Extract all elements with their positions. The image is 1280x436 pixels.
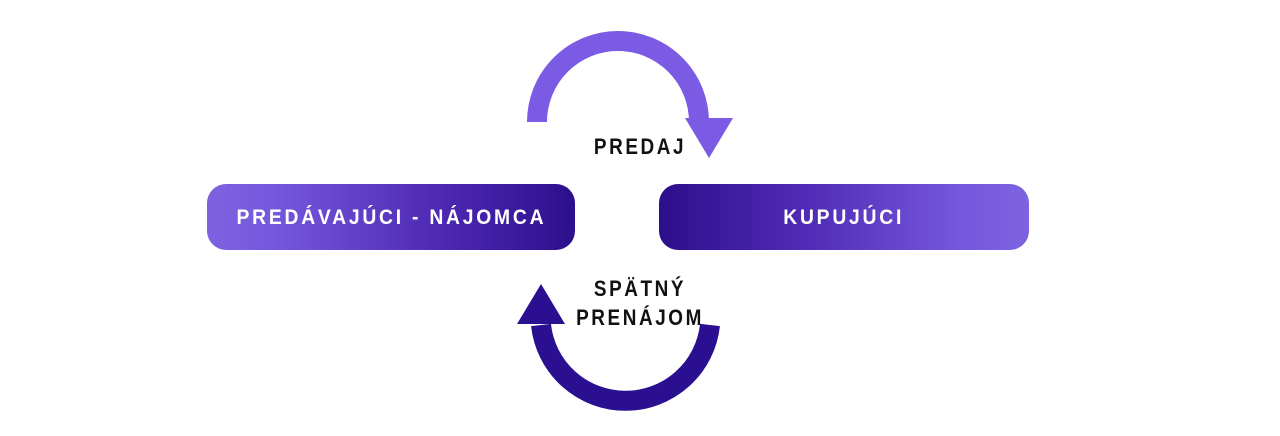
sale-arc: [527, 31, 709, 123]
party-box-seller[interactable]: PREDÁVAJÚCI - NÁJOMCA: [207, 184, 575, 250]
party-label-buyer: KUPUJÚCI: [783, 205, 905, 229]
flow-label-leaseback-line-2: PRENÁJOM: [576, 305, 704, 331]
leaseback-arc: [531, 323, 720, 411]
flow-label-leaseback-line-1: SPÄTNÝ: [593, 276, 687, 301]
flow-label-sale: PREDAJ: [593, 134, 687, 159]
party-label-seller: PREDÁVAJÚCI - NÁJOMCA: [236, 205, 546, 229]
party-box-buyer[interactable]: KUPUJÚCI: [659, 184, 1029, 250]
flow-label-leaseback: SPÄTNÝ PRENÁJOM: [511, 274, 769, 332]
